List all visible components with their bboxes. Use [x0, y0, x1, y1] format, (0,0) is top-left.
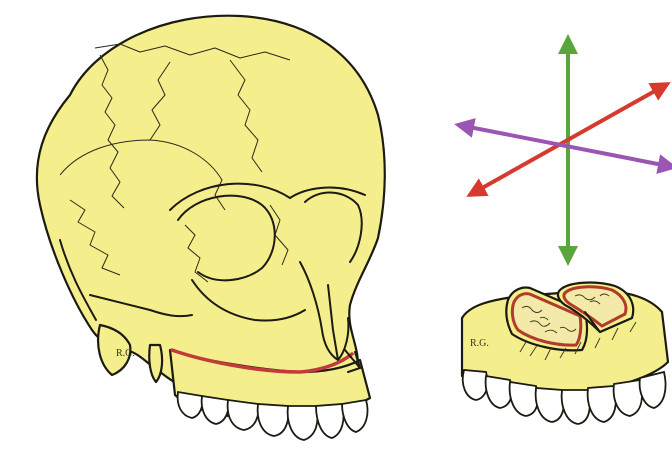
axis-arrows	[464, 44, 668, 256]
skull-signature: R.G.	[116, 348, 135, 359]
tooth	[463, 370, 488, 400]
skull: R.G.	[37, 16, 385, 440]
tooth	[562, 390, 590, 424]
block-signature: R.G.	[470, 338, 489, 349]
tooth	[178, 392, 203, 418]
tooth	[342, 400, 368, 432]
tooth	[536, 388, 564, 422]
tooth	[228, 400, 259, 430]
tooth	[316, 404, 344, 438]
tooth	[288, 406, 318, 440]
styloid	[149, 345, 162, 382]
tooth	[640, 372, 666, 408]
tooth	[588, 386, 616, 422]
tooth	[486, 376, 512, 408]
maxillary-block: R.G.	[462, 283, 668, 424]
cranium	[37, 16, 385, 392]
tooth	[202, 396, 229, 424]
tooth	[510, 382, 538, 416]
tooth	[614, 380, 642, 416]
tooth	[258, 404, 289, 436]
